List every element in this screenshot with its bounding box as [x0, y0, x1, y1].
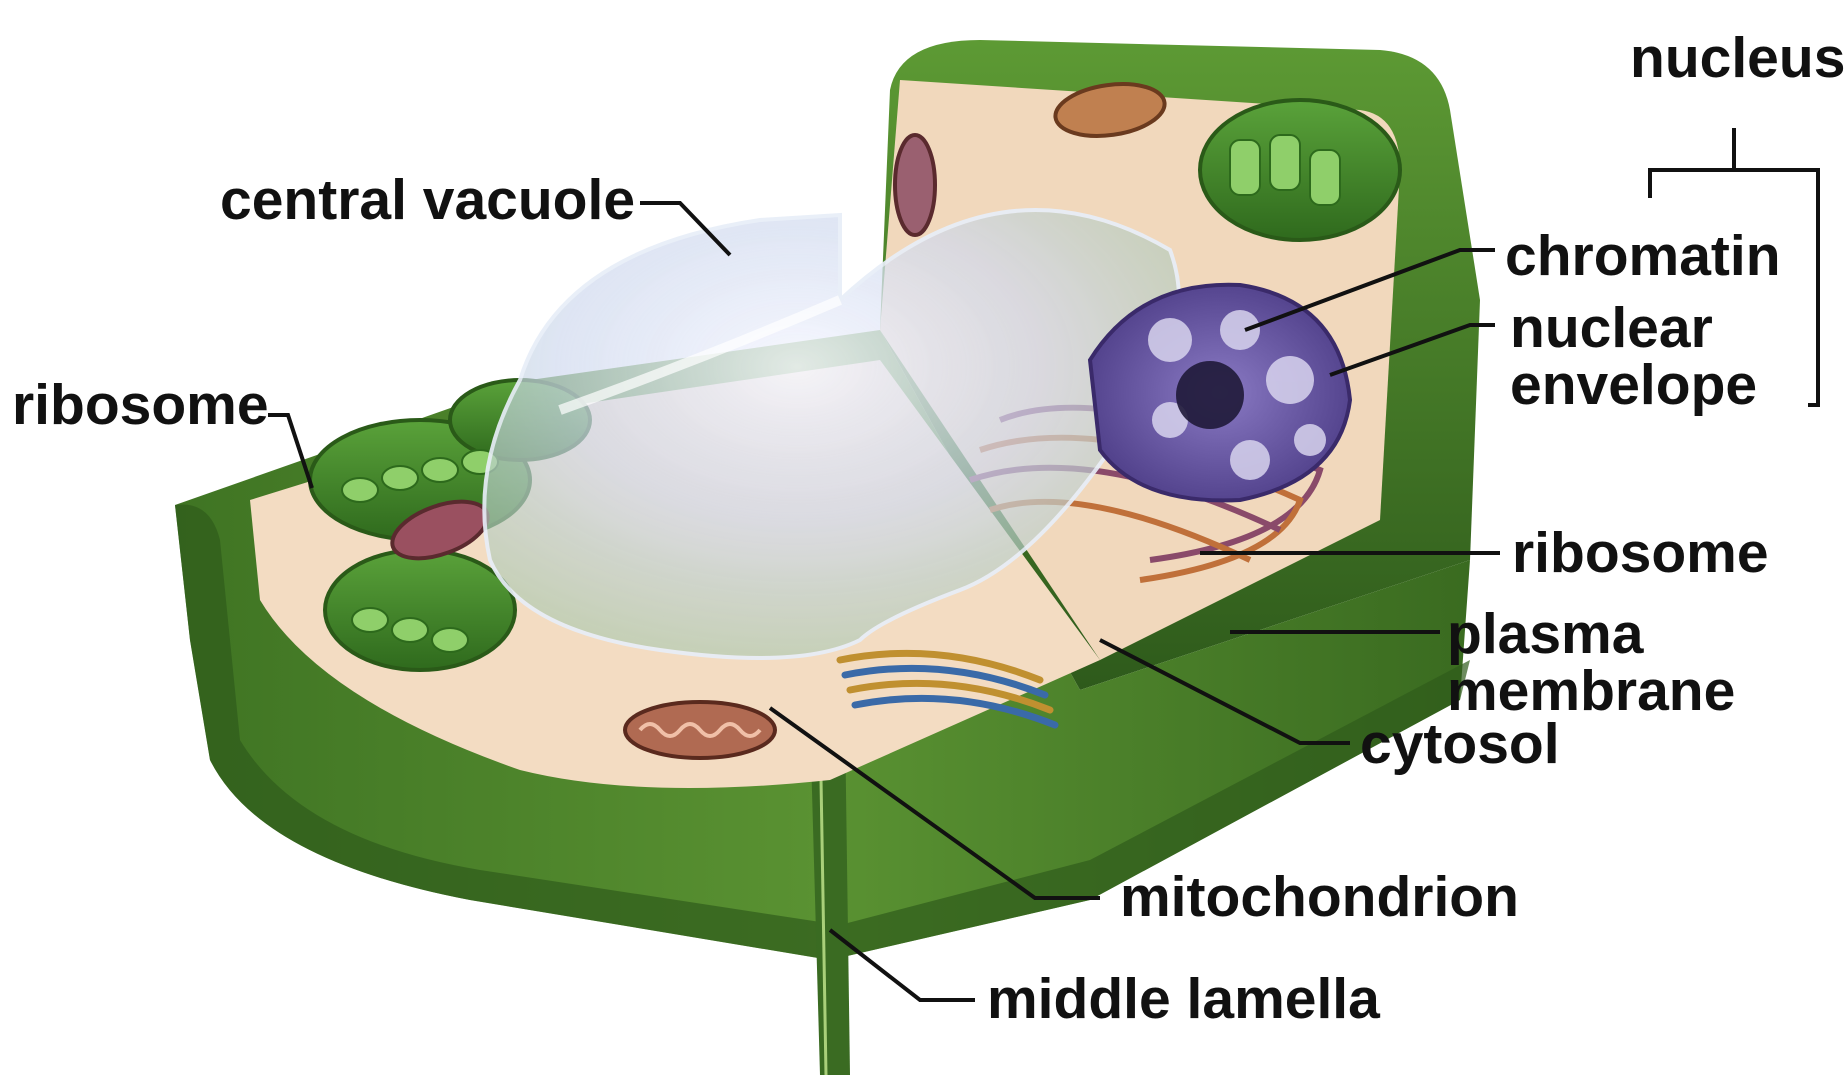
label-nuclear-envelope-line1: nuclear: [1510, 300, 1757, 357]
label-chromatin: chromatin: [1505, 228, 1781, 285]
chloroplast-top-right: [1200, 100, 1400, 240]
label-ribosome-left: ribosome: [12, 377, 269, 434]
label-cytosol: cytosol: [1360, 716, 1560, 773]
label-mitochondrion: mitochondrion: [1120, 869, 1519, 926]
label-middle-lamella: middle lamella: [987, 971, 1380, 1028]
label-nucleus: nucleus: [1630, 30, 1844, 87]
label-plasma-membrane: plasma membrane: [1447, 606, 1735, 720]
label-plasma-membrane-line1: plasma: [1447, 606, 1735, 663]
label-nuclear-envelope-line2: envelope: [1510, 357, 1757, 414]
label-nuclear-envelope: nuclear envelope: [1510, 300, 1757, 414]
label-ribosome-right: ribosome: [1512, 525, 1769, 582]
nucleus: [1090, 285, 1350, 501]
label-central-vacuole: central vacuole: [220, 172, 635, 229]
